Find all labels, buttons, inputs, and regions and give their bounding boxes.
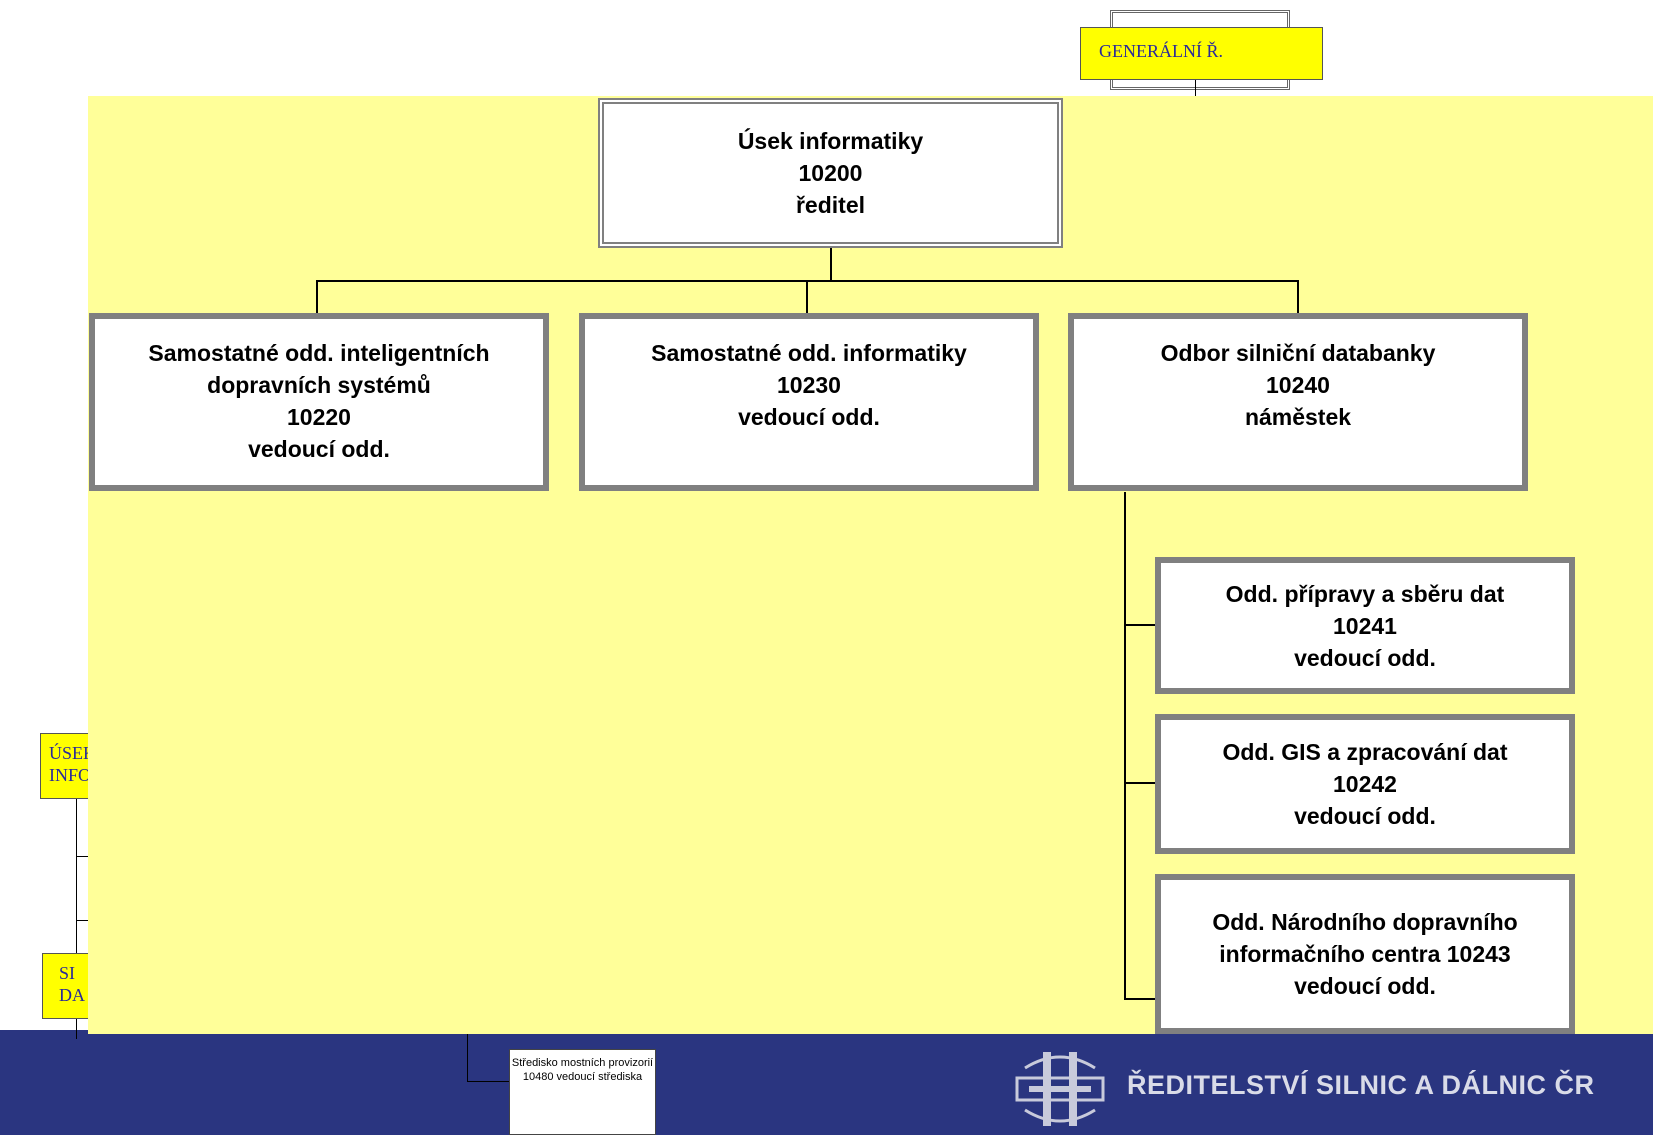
bridge-center-box: Středisko mostních provizorií 10480 vedo… (509, 1049, 656, 1135)
unit-box-10220: Samostatné odd. inteligentních dopravníc… (89, 313, 549, 491)
unit-code: 10240 (1266, 372, 1330, 398)
general-director-label: GENERÁLNÍ Ř. (1080, 27, 1323, 80)
connector-left (76, 799, 77, 1039)
subunit-name-line2: informačního centra 10243 (1219, 941, 1511, 967)
subunit-role: vedoucí odd. (1294, 973, 1436, 999)
si-label-line2: DA (59, 985, 85, 1005)
usek-label-line2: INFO (49, 765, 92, 785)
connector-sub-trunk (1124, 492, 1126, 1000)
connector-unit1 (316, 280, 318, 315)
subunit-name: Odd. Národního dopravního (1212, 909, 1518, 935)
unit-box-10230: Samostatné odd. informatiky 10230 vedouc… (579, 313, 1039, 491)
si-label-line1: SI (59, 963, 76, 983)
unit-name: Odbor silniční databanky (1160, 340, 1436, 366)
subunit-box-10242: Odd. GIS a zpracování dat 10242 vedoucí … (1155, 714, 1575, 854)
connector-unit2 (806, 280, 808, 315)
connector-root-down (830, 248, 832, 281)
subunit-role: vedoucí odd. (1294, 803, 1436, 829)
subunit-box-10243: Odd. Národního dopravního informačního c… (1155, 874, 1575, 1034)
unit-box-10240: Odbor silniční databanky 10240 náměstek (1068, 313, 1528, 491)
subunit-name: Odd. přípravy a sběru dat (1225, 580, 1505, 607)
connector-sub2 (1124, 782, 1158, 784)
brand-name: ŘEDITELSTVÍ SILNIC A DÁLNIC ČR (1127, 1070, 1595, 1100)
root-unit-name: Úsek informatiky (737, 128, 924, 154)
unit-name: Samostatné odd. informatiky (651, 340, 967, 366)
brand-band (0, 1030, 1653, 1135)
connector-small-box (467, 1034, 468, 1082)
rsd-logo-icon (1015, 1048, 1105, 1130)
unit-name-line1: Samostatné odd. inteligentních (148, 340, 490, 366)
unit-code: 10230 (777, 372, 841, 398)
subunit-role: vedoucí odd. (1294, 644, 1436, 671)
connector-unit3 (1297, 280, 1299, 315)
unit-code: 10220 (287, 404, 351, 430)
root-unit-box: Úsek informatiky 10200 ředitel (598, 98, 1063, 248)
unit-name-line2: dopravních systémů (207, 372, 431, 398)
root-unit-role: ředitel (795, 192, 866, 218)
bridge-center-text: Středisko mostních provizorií 10480 vedo… (511, 1057, 654, 1083)
subunit-code: 10241 (1333, 612, 1397, 639)
connector-general (1195, 80, 1196, 96)
connector-sub3 (1124, 998, 1158, 1000)
usek-label-line1: ÚSEK (49, 743, 97, 763)
unit-role: náměstek (1244, 404, 1352, 430)
general-director-text: GENERÁLNÍ Ř. (1099, 41, 1223, 61)
unit-role: vedoucí odd. (738, 404, 880, 430)
connector-left-tick1 (76, 856, 88, 857)
connector-sub1 (1124, 624, 1158, 626)
root-unit-code: 10200 (798, 160, 863, 186)
subunit-name: Odd. GIS a zpracování dat (1222, 739, 1508, 765)
subunit-box-10241: Odd. přípravy a sběru dat 10241 vedoucí … (1155, 557, 1575, 694)
subunit-code: 10242 (1333, 771, 1397, 797)
unit-role: vedoucí odd. (248, 436, 390, 462)
connector-left-tick2 (76, 920, 88, 921)
connector-small-box-h (467, 1081, 509, 1082)
